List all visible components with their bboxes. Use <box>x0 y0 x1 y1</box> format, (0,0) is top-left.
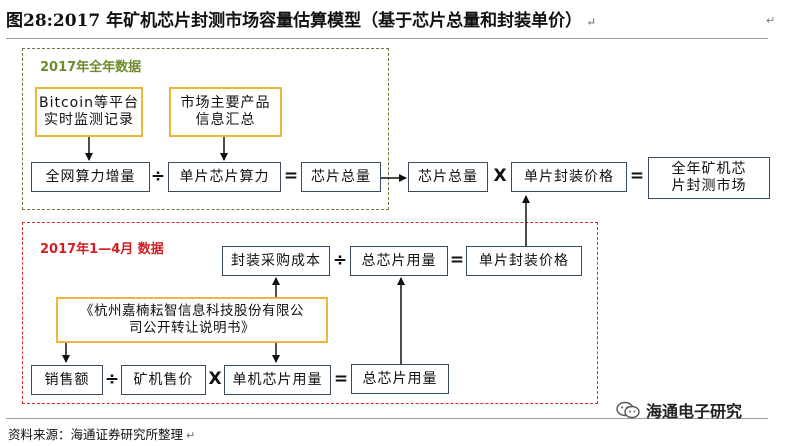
box-total-chip-usage-2: 总芯片用量 <box>351 364 449 394</box>
operator-multiply-1: X <box>493 166 507 186</box>
region-full-year <box>22 48 389 210</box>
operator-equals-2: = <box>629 166 645 186</box>
operator-multiply-2: X <box>208 369 222 389</box>
box-total-chips-2: 芯片总量 <box>408 162 488 192</box>
operator-equals-1: = <box>283 166 299 186</box>
operator-divide-1: ÷ <box>150 166 166 186</box>
region-jan-apr <box>22 222 598 404</box>
return-mark-right: ↵ <box>766 14 776 27</box>
operator-divide-3: ÷ <box>104 369 120 389</box>
figure-title-text: 图28:2017 年矿机芯片封测市场容量估算模型（基于芯片总量和封装单价） <box>6 11 583 31</box>
operator-divide-2: ÷ <box>332 250 348 270</box>
region-label-jan-apr: 2017年1—4月 数据 <box>40 242 164 257</box>
box-total-chips-1: 芯片总量 <box>301 162 381 192</box>
source-note: 资料来源：海通证券研究所整理↵ <box>8 424 195 443</box>
box-prospectus: 《杭州嘉楠耘智信息科技股份有限公 司公开转让说明书》 <box>56 297 328 343</box>
operator-equals-3: = <box>449 250 465 270</box>
return-mark-footer: ↵ <box>186 429 196 442</box>
box-miner-price: 矿机售价 <box>121 365 206 395</box>
box-total-chip-usage-1: 总芯片用量 <box>350 246 448 276</box>
box-chips-per-miner: 单机芯片用量 <box>224 365 331 395</box>
return-mark: ↵ <box>586 15 597 29</box>
operator-equals-4: = <box>333 369 349 389</box>
source-text: 资料来源：海通证券研究所整理 <box>8 427 184 442</box>
brand-name: 海通电子研究 <box>646 402 743 421</box>
box-market-products: 市场主要产品 信息汇总 <box>169 87 282 137</box>
box-single-chip-hashrate: 单片芯片算力 <box>168 162 281 192</box>
title-rule <box>6 38 768 39</box>
box-sales: 销售额 <box>31 365 103 395</box>
box-pack-cost: 封装采购成本 <box>222 246 330 276</box>
box-market-total: 全年矿机芯 片封测市场 <box>648 157 770 199</box>
box-hashrate-increase: 全网算力增量 <box>31 162 150 192</box>
figure-title: 图28:2017 年矿机芯片封测市场容量估算模型（基于芯片总量和封装单价）↵ <box>6 8 766 34</box>
footer-rule <box>6 418 768 419</box>
box-bitcoin-monitoring: Bitcoin等平台 实时监测记录 <box>35 87 143 137</box>
wechat-icon <box>616 401 640 419</box>
box-unit-pack-price-bottom: 单片封装价格 <box>466 246 582 276</box>
region-label-full-year: 2017年全年数据 <box>40 60 142 75</box>
box-unit-pack-price-top: 单片封装价格 <box>511 162 627 192</box>
brand-watermark: 海通电子研究 <box>616 398 742 422</box>
